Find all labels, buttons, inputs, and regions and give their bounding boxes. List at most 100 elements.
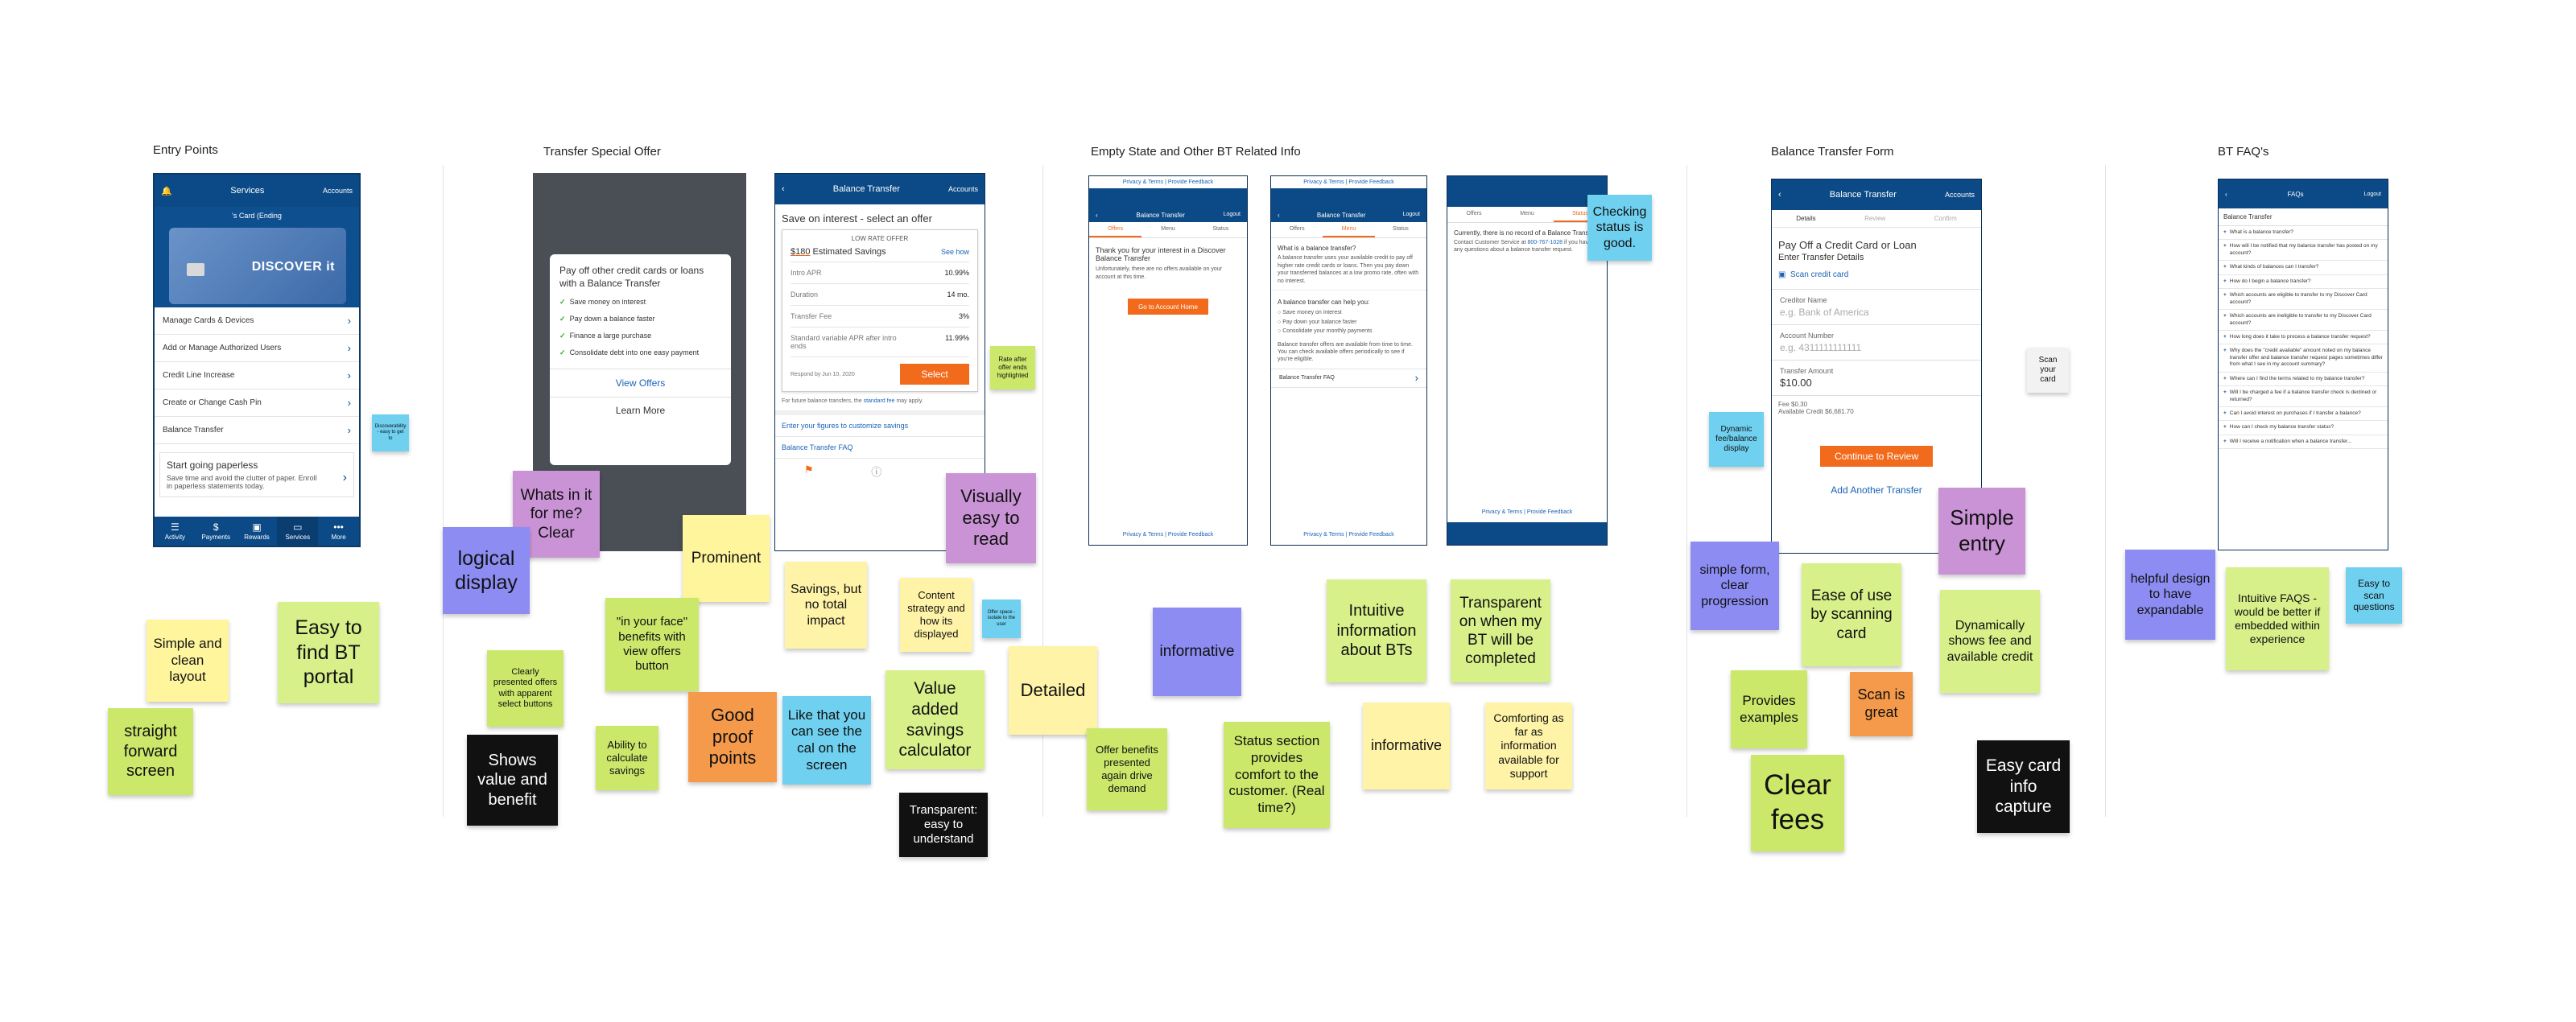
more-icon: ••• (333, 521, 344, 533)
see-how-link[interactable]: See how (940, 248, 969, 256)
logout-link[interactable]: Logout (1402, 212, 1420, 218)
savings-label: Estimated Savings (812, 247, 886, 257)
faq-item[interactable]: +How do I begin a balance transfer? (2219, 275, 2388, 290)
bt-faq-link[interactable]: Balance Transfer FAQ (775, 437, 985, 459)
faq-item[interactable]: +What is a balance transfer? (2219, 226, 2388, 241)
add-another-transfer-link[interactable]: Add Another Transfer (1831, 484, 1922, 496)
tab-offers[interactable]: Offers (1289, 226, 1305, 233)
sticky-note: Rate after offer ends highlighted (990, 346, 1035, 389)
menu-item-manage-cards[interactable]: Manage Cards & Devices› (155, 307, 359, 335)
go-to-account-home-button[interactable]: Go to Account Home (1128, 299, 1208, 315)
respond-by: Respond by Jun 10, 2020 (791, 371, 855, 377)
section-title-empty-state: Empty State and Other BT Related Info (1091, 145, 1301, 159)
faq-item[interactable]: +Will I receive a notification when a ba… (2219, 435, 2388, 450)
view-offers-button[interactable]: View Offers (550, 369, 731, 397)
app-header: 🔔 Services Accounts (155, 175, 359, 207)
chevron-right-icon: › (1414, 372, 1418, 385)
bell-icon[interactable]: 🔔 (161, 186, 172, 196)
phone-link[interactable]: 800-767-1028 (1527, 240, 1563, 245)
faq-item[interactable]: +Which accounts are eligible to transfer… (2219, 289, 2388, 311)
menu-item-authorized-users[interactable]: Add or Manage Authorized Users› (155, 335, 359, 362)
learn-more-button[interactable]: Learn More (550, 397, 731, 423)
faq-item[interactable]: +Will I be charged a fee if a balance tr… (2219, 386, 2388, 407)
faq-item[interactable]: +How can I check my balance transfer sta… (2219, 421, 2388, 435)
checkmark-icon: ✓ (559, 315, 566, 323)
back-icon[interactable]: ‹ (782, 184, 785, 194)
progress-steps: Details Review Confirm (1772, 210, 1981, 228)
bottom-links[interactable]: Privacy & Terms | Provide Feedback (1303, 531, 1394, 538)
select-button[interactable]: Select (900, 364, 969, 385)
card-label: 's Card (Ending (232, 212, 282, 220)
bt-faq-row[interactable]: Balance Transfer FAQ› (1271, 368, 1426, 388)
faq-item[interactable]: +What kinds of balances can I transfer? (2219, 261, 2388, 275)
logout-link[interactable]: Logout (1223, 212, 1241, 218)
nav-more[interactable]: •••More (331, 521, 346, 541)
faq-item[interactable]: +How will I be notified that my balance … (2219, 240, 2388, 262)
menu-item-cash-pin[interactable]: Create or Change Cash Pin› (155, 389, 359, 417)
app-header: ‹ Balance Transfer Accounts (1772, 179, 1981, 210)
tab-status[interactable]: Status (1212, 226, 1229, 233)
accounts-link[interactable]: Accounts (947, 185, 978, 193)
section-title-bt-faqs: BT FAQ's (2218, 145, 2269, 159)
account-number-field[interactable]: Account Number e.g. 4311111111111 (1772, 325, 1981, 361)
top-links[interactable]: Privacy & Terms | Provide Feedback (1122, 179, 1214, 185)
savings-amount: $180 (791, 247, 811, 257)
accounts-link[interactable]: Accounts (1944, 191, 1975, 199)
faq-item-text: Will I receive a notification when a bal… (2229, 438, 2352, 444)
bottom-links[interactable]: Privacy & Terms | Provide Feedback (1122, 531, 1214, 538)
faq-item-text: Will I be charged a fee if a balance tra… (2229, 389, 2377, 402)
tab-offers[interactable]: Offers (1466, 211, 1482, 216)
creditor-name-field[interactable]: Creditor Name e.g. Bank of America (1772, 290, 1981, 325)
accounts-link[interactable]: Accounts (322, 187, 353, 195)
bookmark-icon[interactable]: ⚑ (803, 464, 814, 476)
customize-savings-link[interactable]: Enter your figures to customize savings (775, 410, 985, 437)
nav-services[interactable]: ▭Services (277, 517, 319, 546)
scan-credit-card-link[interactable]: ▣ Scan credit card (1772, 264, 1981, 290)
standard-fee-link[interactable]: standard fee (863, 398, 895, 404)
offer-modal-heading: Pay off other credit cards or loans with… (559, 265, 704, 290)
benefit-item: ✓ Finance a large purchase (559, 332, 652, 340)
menu-item-balance-transfer[interactable]: Balance Transfer› (155, 417, 359, 444)
list-icon: ☰ (171, 521, 180, 533)
tab-status[interactable]: Status (1554, 207, 1607, 222)
logout-link[interactable]: Logout (2363, 191, 2381, 197)
nav-payments[interactable]: $Payments (201, 521, 230, 541)
header-title: Balance Transfer (1829, 190, 1897, 200)
continue-to-review-button[interactable]: Continue to Review (1820, 446, 1933, 467)
tab-menu[interactable]: Menu (1520, 211, 1534, 216)
sticky-note: Dynamic fee/balance display (1709, 412, 1764, 467)
faq-item[interactable]: +Which accounts are ineligible to transf… (2219, 310, 2388, 331)
tab-menu[interactable]: Menu (1161, 226, 1175, 233)
empty-state-screen: Privacy & Terms | Provide Feedback ‹Bala… (1088, 175, 1248, 546)
faq-item[interactable]: +Where can I find the terms related to m… (2219, 373, 2388, 387)
tab-menu[interactable]: Menu (1323, 222, 1375, 238)
transfer-amount-field[interactable]: Transfer Amount $10.00 (1772, 361, 1981, 396)
tabs: Offers Menu Status (1089, 222, 1247, 239)
faq-item[interactable]: +Why does the "credit available" amount … (2219, 344, 2388, 373)
top-links[interactable]: Privacy & Terms | Provide Feedback (1303, 179, 1394, 185)
back-icon[interactable]: ‹ (2225, 190, 2227, 198)
back-icon[interactable]: ‹ (1778, 190, 1781, 200)
back-icon[interactable]: ‹ (1096, 212, 1098, 220)
info-icon[interactable]: ⓘ (871, 466, 882, 478)
tab-offers[interactable]: Offers (1089, 222, 1142, 238)
nav-activity[interactable]: ☰Activity (164, 521, 186, 541)
bottom-links[interactable]: Privacy & Terms | Provide Feedback (1481, 509, 1573, 515)
sticky-note: Simple and clean layout (147, 620, 229, 702)
back-icon[interactable]: ‹ (1278, 212, 1280, 220)
radio-icon: ○ (1278, 319, 1282, 325)
faq-item[interactable]: +How long does it take to process a bala… (2219, 331, 2388, 345)
sticky-note: Visually easy to read (946, 473, 1036, 563)
nav-rewards[interactable]: ▣Rewards (244, 521, 270, 541)
tab-status[interactable]: Status (1392, 226, 1409, 233)
sticky-note: Good proof points (688, 692, 777, 782)
answer-offers-available: Balance transfer offers are available fr… (1278, 341, 1413, 363)
sticky-note: helpful design to have expandable (2125, 550, 2215, 640)
faq-item[interactable]: +Can I avoid interest on purchases if I … (2219, 407, 2388, 422)
menu-item-credit-line[interactable]: Credit Line Increase› (155, 362, 359, 389)
question-what-is-bt: What is a balance transfer? (1278, 245, 1356, 253)
tabs: Offers Menu Status (1271, 222, 1426, 239)
sticky-note: Simple entry (1938, 488, 2025, 575)
paperless-banner[interactable]: Start going paperless Save time and avoi… (159, 452, 354, 497)
